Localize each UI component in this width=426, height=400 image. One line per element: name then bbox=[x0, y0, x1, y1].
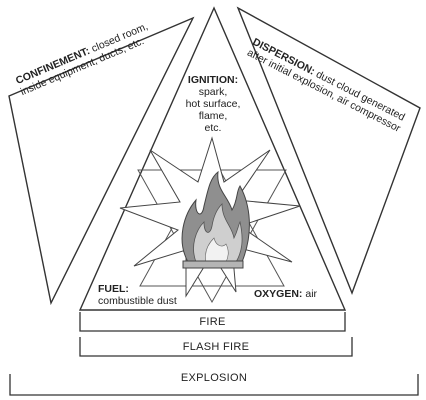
oxygen-title: OXYGEN: bbox=[254, 288, 303, 300]
oxygen-text: air bbox=[305, 288, 318, 300]
burner-plate bbox=[182, 260, 244, 269]
explosion-bracket-label: EXPLOSION bbox=[180, 372, 248, 384]
ignition-label: IGNITION: spark, hot surface, flame, etc… bbox=[170, 74, 256, 134]
ignition-line-1: spark, bbox=[198, 86, 228, 98]
oxygen-label: OXYGEN: air bbox=[254, 288, 317, 300]
explosion-bracket bbox=[9, 374, 419, 396]
flash-fire-bracket-label: FLASH FIRE bbox=[182, 341, 250, 353]
fuel-label: FUEL: combustible dust bbox=[98, 283, 177, 307]
fuel-title: FUEL: bbox=[98, 283, 129, 295]
ignition-line-4: etc. bbox=[204, 122, 222, 134]
confinement-segment bbox=[8, 16, 195, 306]
flame-icon bbox=[181, 170, 250, 263]
fuel-text: combustible dust bbox=[98, 295, 177, 307]
ignition-line-2: hot surface, bbox=[185, 98, 241, 110]
ignition-title: IGNITION: bbox=[187, 74, 239, 86]
fire-bracket-label: FIRE bbox=[199, 316, 226, 328]
dispersion-segment bbox=[236, 6, 421, 295]
fire-bracket bbox=[79, 312, 346, 332]
ignition-line-3: flame, bbox=[198, 110, 228, 122]
flash-fire-bracket bbox=[79, 337, 353, 357]
